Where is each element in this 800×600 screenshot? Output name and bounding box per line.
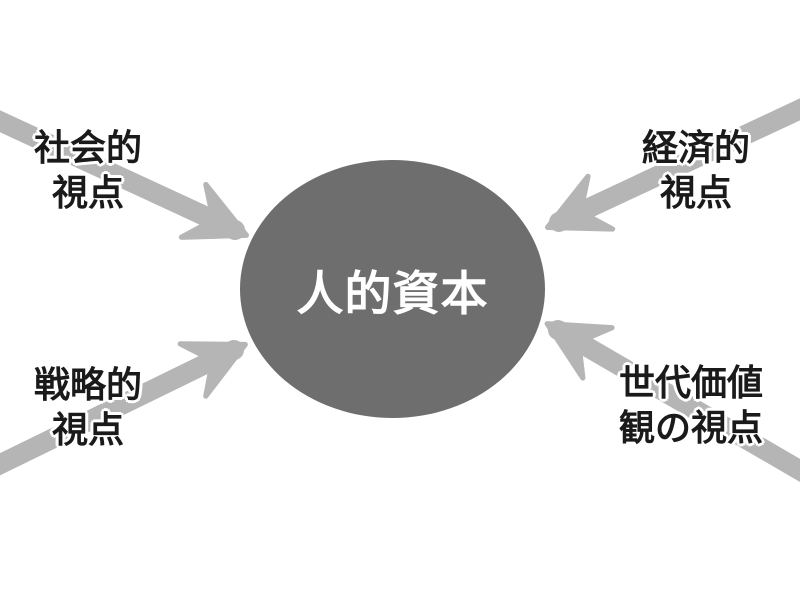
label-line: 視点 [51, 409, 124, 450]
label-line: 観の視点 [618, 407, 763, 448]
label-line: 戦略的 [33, 364, 142, 405]
arrow-top-right-icon [544, 98, 800, 232]
label-line: 視点 [659, 172, 732, 213]
label-economic-perspective: 経済的 視点 [615, 125, 777, 215]
label-line: 経済的 [641, 127, 750, 168]
arrow-bottom-left-icon [0, 340, 248, 476]
label-strategic-perspective: 戦略的 視点 [8, 362, 168, 452]
label-social-perspective: 社会的 視点 [8, 125, 168, 215]
center-ellipse: 人的資本 [240, 160, 545, 418]
label-line: 視点 [51, 172, 124, 213]
arrow-top-left-icon [0, 110, 250, 240]
arrow-bottom-right-icon [544, 320, 800, 482]
label-line: 世代価値 [618, 362, 763, 403]
label-generational-values-perspective: 世代価値 観の視点 [606, 360, 776, 450]
center-label: 人的資本 [296, 266, 489, 320]
label-line: 社会的 [33, 127, 142, 168]
